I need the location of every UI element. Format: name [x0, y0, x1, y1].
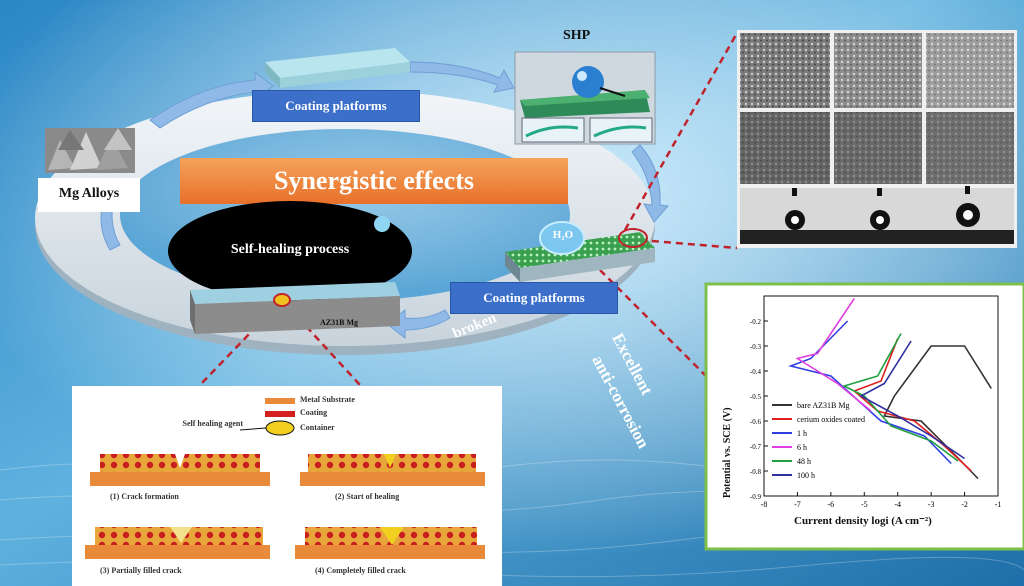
chart-ticks: -8 -7 -6 -5 -4 -3 -2 -1 -0.2 -0.3 -0.4 -0.5 -0.6 -0.7… [750, 318, 1001, 509]
az31b-block [190, 282, 400, 334]
step-3-caption: (3) Partially filled crack [100, 566, 182, 575]
legend-label-2: 1 h [797, 429, 807, 438]
x-tick-label: -3 [928, 500, 935, 509]
y-tick-label: -0.8 [750, 468, 762, 476]
x-tick-label: -2 [961, 500, 968, 509]
x-tick-label: -7 [794, 500, 801, 509]
coating-platforms-right-label: Coating platforms [450, 282, 618, 314]
polarization-chart-panel: -8 -7 -6 -5 -4 -3 -2 -1 -0.2 -0.3 -0.4 -0.5 -0.6 -0.7… [704, 282, 1024, 551]
legend-label-1: cerium oxides coated [797, 415, 865, 424]
x-tick-label: -4 [894, 500, 901, 509]
y-tick-label: -0.9 [750, 493, 762, 501]
legend-label-5: 100 h [797, 471, 815, 480]
synergistic-effects-bar [180, 158, 568, 204]
shp-label: SHP [563, 28, 591, 43]
mg-alloys-box [38, 178, 140, 212]
series-line-4 [842, 333, 959, 462]
legend-container: Container [300, 423, 335, 432]
y-tick-label: -0.4 [750, 368, 762, 376]
y-tick-label: -0.2 [750, 318, 762, 326]
series-line-2 [788, 320, 952, 465]
y-tick-label: -0.5 [750, 393, 762, 401]
legend-label-3: 6 h [797, 443, 807, 452]
x-tick-label: -5 [861, 500, 868, 509]
x-tick-label: -6 [828, 500, 835, 509]
synergistic-effects-label: Synergistic effects [274, 166, 474, 195]
sem-contact-angle-panel [737, 30, 1017, 248]
y-tick-label: -0.6 [750, 418, 762, 426]
legend-metal-substrate: Metal Substrate [300, 395, 355, 404]
y-tick-label: -0.3 [750, 343, 762, 351]
water-droplet-icon [572, 66, 604, 98]
h2o-droplet-icon [539, 221, 585, 255]
legend-label-0: bare AZ31B Mg [797, 401, 849, 410]
x-tick-label: -8 [761, 500, 768, 509]
y-tick-label: -0.7 [750, 443, 762, 451]
series-line-5 [859, 340, 966, 460]
shp-image [514, 51, 656, 145]
coating-platforms-top-label: Coating platforms [252, 90, 420, 122]
coating-platform-top [265, 48, 410, 88]
mg-alloys-label: Mg Alloys [58, 186, 120, 201]
step-4-caption: (4) Completely filled crack [315, 566, 406, 575]
legend-healing-agent: Self healing agent [182, 419, 243, 428]
connector-lines [199, 32, 739, 391]
chart-y-axis-label: Potential vs. SCE (V) [722, 407, 733, 498]
chart-legend: bare AZ31B Mg cerium oxides coated 1 h 6 h 4… [772, 401, 865, 480]
step-1-caption: (1) Crack formation [110, 492, 179, 501]
self-healing-ellipse [168, 201, 412, 301]
x-tick-label: -1 [995, 500, 1002, 509]
small-droplet-icon [374, 216, 390, 232]
defect-marker [618, 228, 648, 248]
series-line-3 [795, 298, 872, 412]
chart-lines [788, 298, 992, 480]
arrow-top-right [409, 61, 515, 93]
legend-label-4: 48 h [797, 457, 811, 466]
az31b-label: AZ31B Mg [320, 318, 358, 327]
chart-x-axis-label: Current density logi (A cm⁻²) [794, 515, 932, 527]
step-2-caption: (2) Start of healing [335, 492, 400, 501]
self-healing-label: Self-healing process [230, 242, 350, 257]
legend-coating: Coating [300, 408, 328, 417]
coating-platform-right [505, 221, 655, 282]
mg-alloys-image [45, 128, 135, 173]
h2o-label: H₂O [552, 229, 574, 241]
healing-panel [72, 386, 502, 586]
